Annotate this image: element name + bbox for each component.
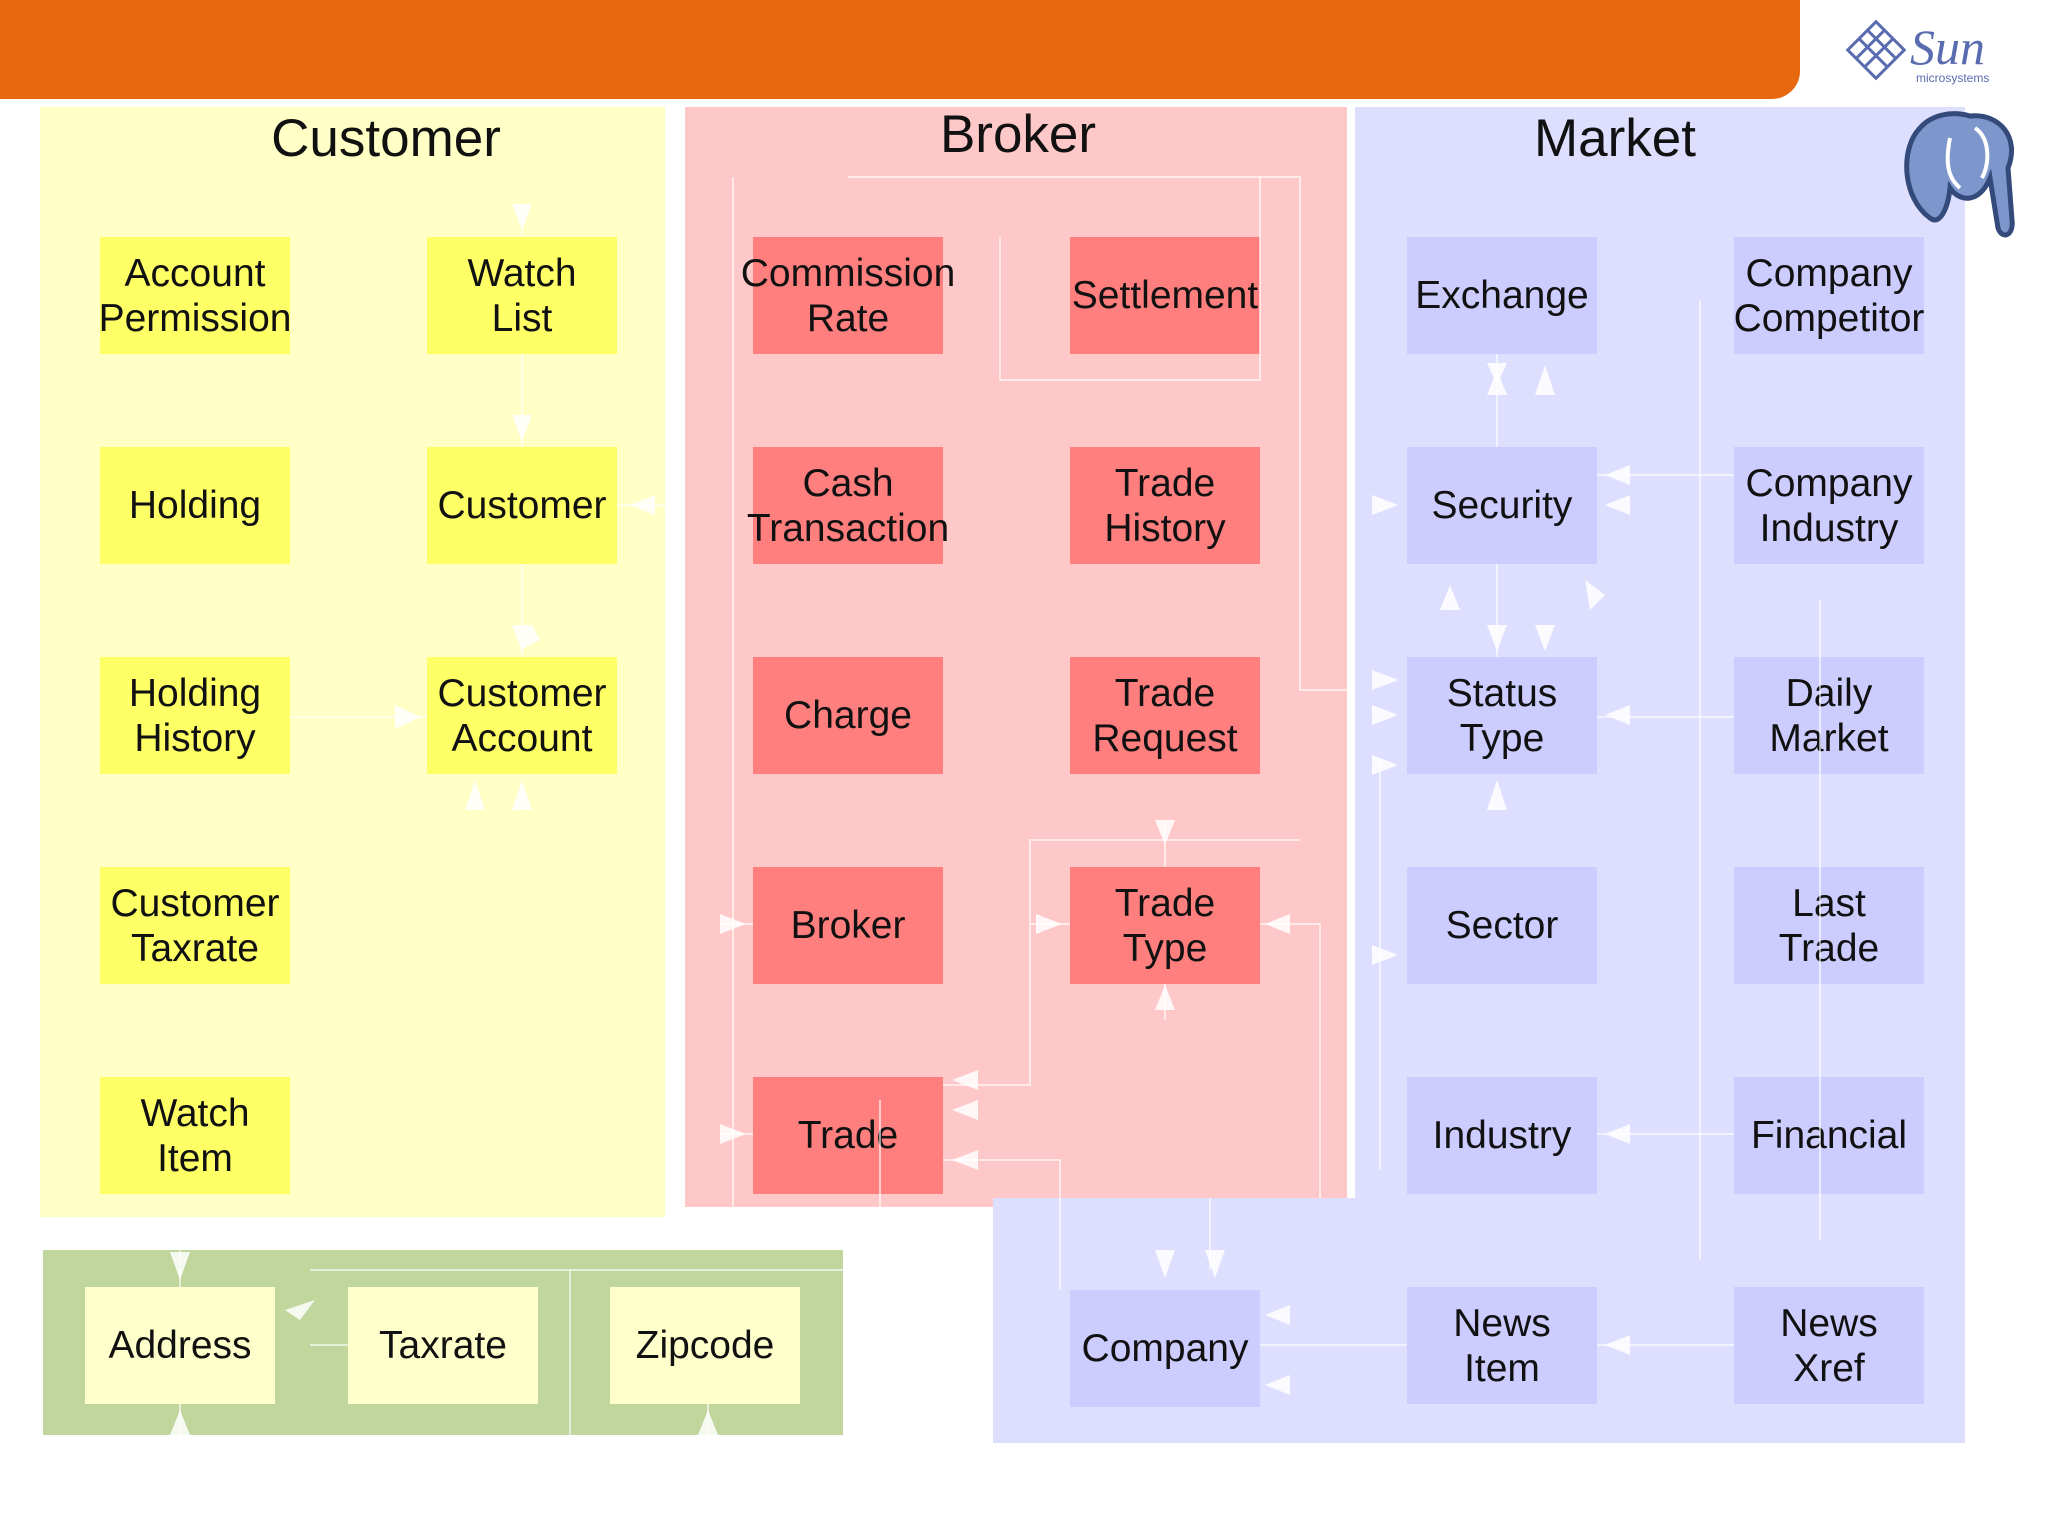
table-taxrate[interactable]: Taxrate bbox=[348, 1287, 538, 1404]
table-broker[interactable]: Broker bbox=[753, 867, 943, 984]
table-watch-list[interactable]: Watch List bbox=[427, 237, 617, 354]
table-holding-history[interactable]: Holding History bbox=[100, 657, 290, 774]
table-daily-market[interactable]: Daily Market bbox=[1734, 657, 1924, 774]
table-financial[interactable]: Financial bbox=[1734, 1077, 1924, 1194]
table-company[interactable]: Company bbox=[1070, 1290, 1260, 1407]
table-industry[interactable]: Industry bbox=[1407, 1077, 1597, 1194]
table-status-type[interactable]: Status Type bbox=[1407, 657, 1597, 774]
table-settlement[interactable]: Settlement bbox=[1070, 237, 1260, 354]
table-holding[interactable]: Holding bbox=[100, 447, 290, 564]
table-company-industry[interactable]: Company Industry bbox=[1734, 447, 1924, 564]
table-customer[interactable]: Customer bbox=[427, 447, 617, 564]
table-sector[interactable]: Sector bbox=[1407, 867, 1597, 984]
customer-region-title: Customer bbox=[271, 109, 501, 168]
sun-logo-name: Sun bbox=[1910, 19, 1985, 75]
table-customer-taxrate[interactable]: Customer Taxrate bbox=[100, 867, 290, 984]
table-watch-item[interactable]: Watch Item bbox=[100, 1077, 290, 1194]
table-account-permission[interactable]: Account Permission bbox=[99, 237, 291, 354]
table-last-trade[interactable]: Last Trade bbox=[1734, 867, 1924, 984]
table-trade-type[interactable]: Trade Type bbox=[1070, 867, 1260, 984]
table-trade[interactable]: Trade bbox=[753, 1077, 943, 1194]
table-news-item[interactable]: News Item bbox=[1407, 1287, 1597, 1404]
market-region-title: Market bbox=[1534, 109, 1696, 168]
sun-logo-tagline: microsystems bbox=[1916, 71, 1989, 85]
broker-region-title: Broker bbox=[939, 105, 1097, 164]
header-bar bbox=[0, 0, 1800, 99]
table-security[interactable]: Security bbox=[1407, 447, 1597, 564]
table-trade-history[interactable]: Trade History bbox=[1070, 447, 1260, 564]
table-cash-transaction[interactable]: Cash Transaction bbox=[747, 447, 949, 564]
table-customer-account[interactable]: Customer Account bbox=[427, 657, 617, 774]
table-address[interactable]: Address bbox=[85, 1287, 275, 1404]
table-charge[interactable]: Charge bbox=[753, 657, 943, 774]
postgresql-elephant-icon bbox=[1904, 111, 2015, 238]
table-exchange[interactable]: Exchange bbox=[1407, 237, 1597, 354]
table-company-competitor[interactable]: Company Competitor bbox=[1734, 237, 1924, 354]
table-trade-request[interactable]: Trade Request bbox=[1070, 657, 1260, 774]
table-news-xref[interactable]: News Xref bbox=[1734, 1287, 1924, 1404]
table-commission-rate[interactable]: Commission Rate bbox=[741, 237, 955, 354]
sun-logo-icon: Sun microsystems bbox=[1845, 19, 1989, 85]
table-zipcode[interactable]: Zipcode bbox=[610, 1287, 800, 1404]
